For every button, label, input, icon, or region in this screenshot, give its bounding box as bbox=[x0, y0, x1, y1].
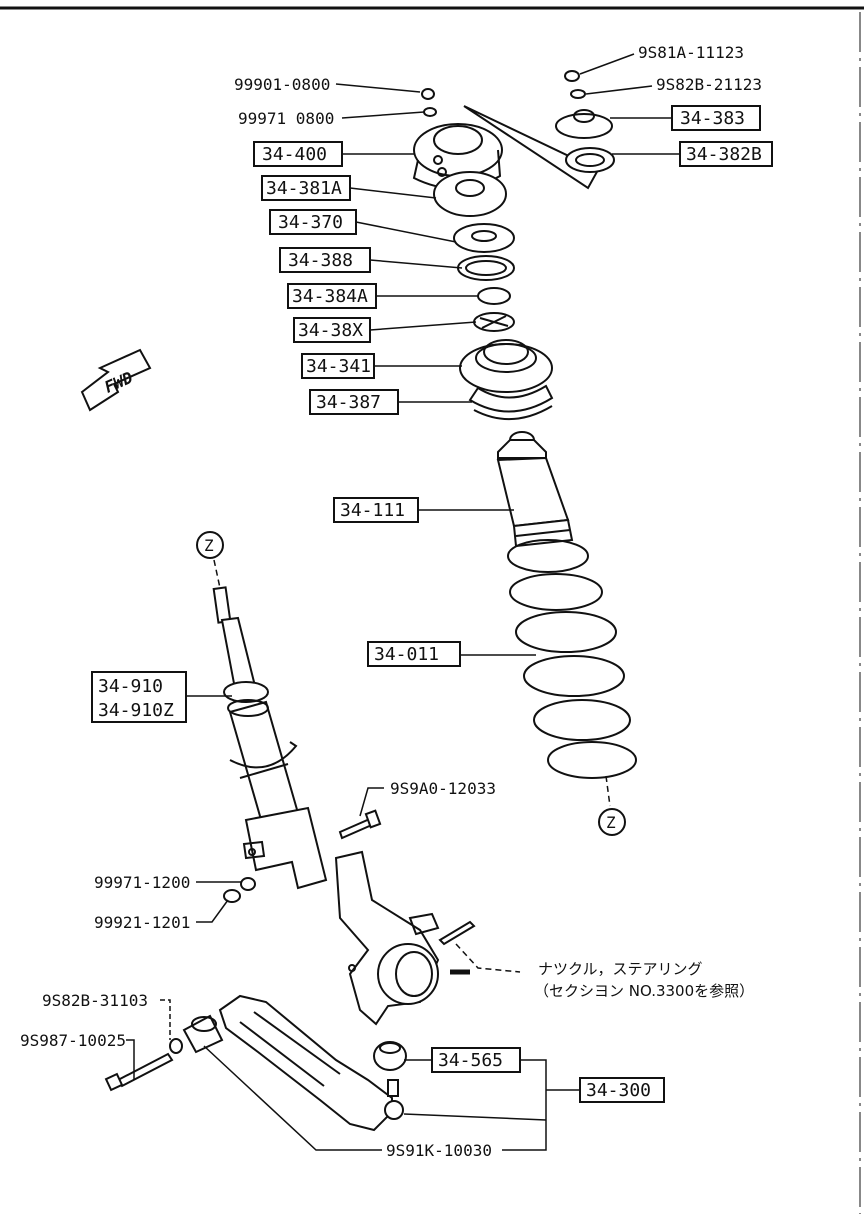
strut-34-910 bbox=[212, 586, 328, 890]
nut-9s81a bbox=[564, 70, 580, 82]
leader-lines bbox=[126, 53, 680, 1151]
z-marker-bottom: Z bbox=[598, 775, 626, 836]
steering-knuckle bbox=[334, 850, 470, 1026]
label-9s82b-21123: 9S82B-21123 bbox=[656, 75, 762, 94]
label-34-38x: 34-38X bbox=[298, 320, 363, 341]
washer-9s82b bbox=[570, 89, 586, 99]
part-34-383 bbox=[555, 109, 613, 139]
label-34-387: 34-387 bbox=[316, 392, 381, 413]
box-34-370: 34-370 bbox=[269, 209, 357, 235]
washer-99971-1200 bbox=[240, 877, 256, 891]
box-34-383: 34-383 bbox=[671, 105, 761, 131]
label-34-910z: 34-910Z bbox=[98, 700, 174, 721]
box-34-300: 34-300 bbox=[579, 1077, 665, 1103]
label-99921-1201: 99921-1201 bbox=[94, 913, 190, 932]
washer-9s82b-31103 bbox=[169, 1038, 183, 1054]
label-34-910: 34-910 bbox=[98, 676, 163, 697]
part-34-384a bbox=[477, 287, 511, 305]
part-34-381a bbox=[433, 171, 507, 217]
box-34-341: 34-341 bbox=[301, 353, 375, 379]
label-9s91k-10030: 9S91K-10030 bbox=[386, 1141, 492, 1160]
label-34-383: 34-383 bbox=[680, 108, 745, 129]
bushing-34-565 bbox=[373, 1041, 407, 1071]
part-34-38x bbox=[473, 312, 515, 332]
bolt-9s987 bbox=[104, 1052, 174, 1092]
fwd-arrow: FWD bbox=[80, 348, 152, 412]
spring-seat-34-341 bbox=[459, 339, 553, 393]
dust-boot-34-111 bbox=[496, 431, 574, 548]
bolt-knuckle bbox=[438, 920, 476, 946]
label-34-300: 34-300 bbox=[586, 1080, 651, 1101]
nut-99921-1201 bbox=[223, 889, 241, 903]
bushing-9s91k bbox=[182, 1014, 224, 1054]
label-34-111: 34-111 bbox=[340, 500, 405, 521]
label-9s987-10025: 9S987-10025 bbox=[20, 1031, 126, 1050]
label-9s82b-31103: 9S82B-31103 bbox=[42, 991, 148, 1010]
note-line-2: （セクシヨン NO.3300を参照） bbox=[534, 982, 754, 1000]
box-34-400: 34-400 bbox=[253, 141, 343, 167]
label-34-381a: 34-381A bbox=[266, 178, 342, 199]
label-9s9a0-12033: 9S9A0-12033 bbox=[390, 779, 496, 798]
lower-arm-34-300 bbox=[218, 994, 393, 1132]
label-34-400: 34-400 bbox=[262, 144, 327, 165]
part-34-382b bbox=[565, 147, 615, 173]
box-34-388: 34-388 bbox=[279, 247, 371, 273]
plain-labels: 9S81A-11123 9S82B-21123 99901-0800 99971… bbox=[20, 43, 762, 1160]
box-34-381a: 34-381A bbox=[261, 175, 351, 201]
label-34-011: 34-011 bbox=[374, 644, 439, 665]
rubber-seat-34-387 bbox=[468, 384, 554, 420]
box-34-387: 34-387 bbox=[309, 389, 399, 415]
label-99901-0800: 99901-0800 bbox=[234, 75, 330, 94]
z-marker-top: Z bbox=[196, 531, 224, 589]
part-34-370 bbox=[453, 223, 515, 253]
label-34-384a: 34-384A bbox=[292, 286, 368, 307]
bolt-9s9a0 bbox=[338, 809, 382, 840]
ball-joint bbox=[384, 1079, 404, 1120]
box-34-384a: 34-384A bbox=[287, 283, 377, 309]
strut-mount-34-400 bbox=[412, 123, 503, 190]
nut-99901 bbox=[421, 88, 435, 100]
box-34-011: 34-011 bbox=[367, 641, 461, 667]
label-34-341: 34-341 bbox=[306, 356, 371, 377]
knuckle-note: ナツクル，ステアリング （セクシヨン NO.3300を参照） bbox=[534, 960, 754, 1000]
mount-detail-triangle bbox=[463, 105, 600, 190]
boxed-labels: 34-383 34-382B 34-400 34-381A 34-370 34-… bbox=[91, 105, 773, 1103]
box-34-38x: 34-38X bbox=[293, 317, 371, 343]
label-34-565: 34-565 bbox=[438, 1050, 503, 1071]
label-34-370: 34-370 bbox=[278, 212, 343, 233]
z-marker-bottom-label: Z bbox=[606, 813, 616, 832]
box-34-565: 34-565 bbox=[431, 1047, 521, 1073]
coil-spring-34-011 bbox=[507, 539, 637, 779]
label-99971-1200: 99971-1200 bbox=[94, 873, 190, 892]
note-line-1: ナツクル，ステアリング bbox=[538, 960, 703, 978]
box-34-111: 34-111 bbox=[333, 497, 419, 523]
box-34-382b: 34-382B bbox=[679, 141, 773, 167]
label-34-388: 34-388 bbox=[288, 250, 353, 271]
label-34-382b: 34-382B bbox=[686, 144, 762, 165]
label-99971-0800: 99971 0800 bbox=[238, 109, 334, 128]
box-34-910: 34-910 34-910Z bbox=[91, 671, 187, 723]
label-9s81a-11123: 9S81A-11123 bbox=[638, 43, 744, 62]
washer-99971 bbox=[423, 107, 437, 117]
part-34-388 bbox=[457, 255, 515, 281]
z-marker-top-label: Z bbox=[204, 536, 214, 555]
